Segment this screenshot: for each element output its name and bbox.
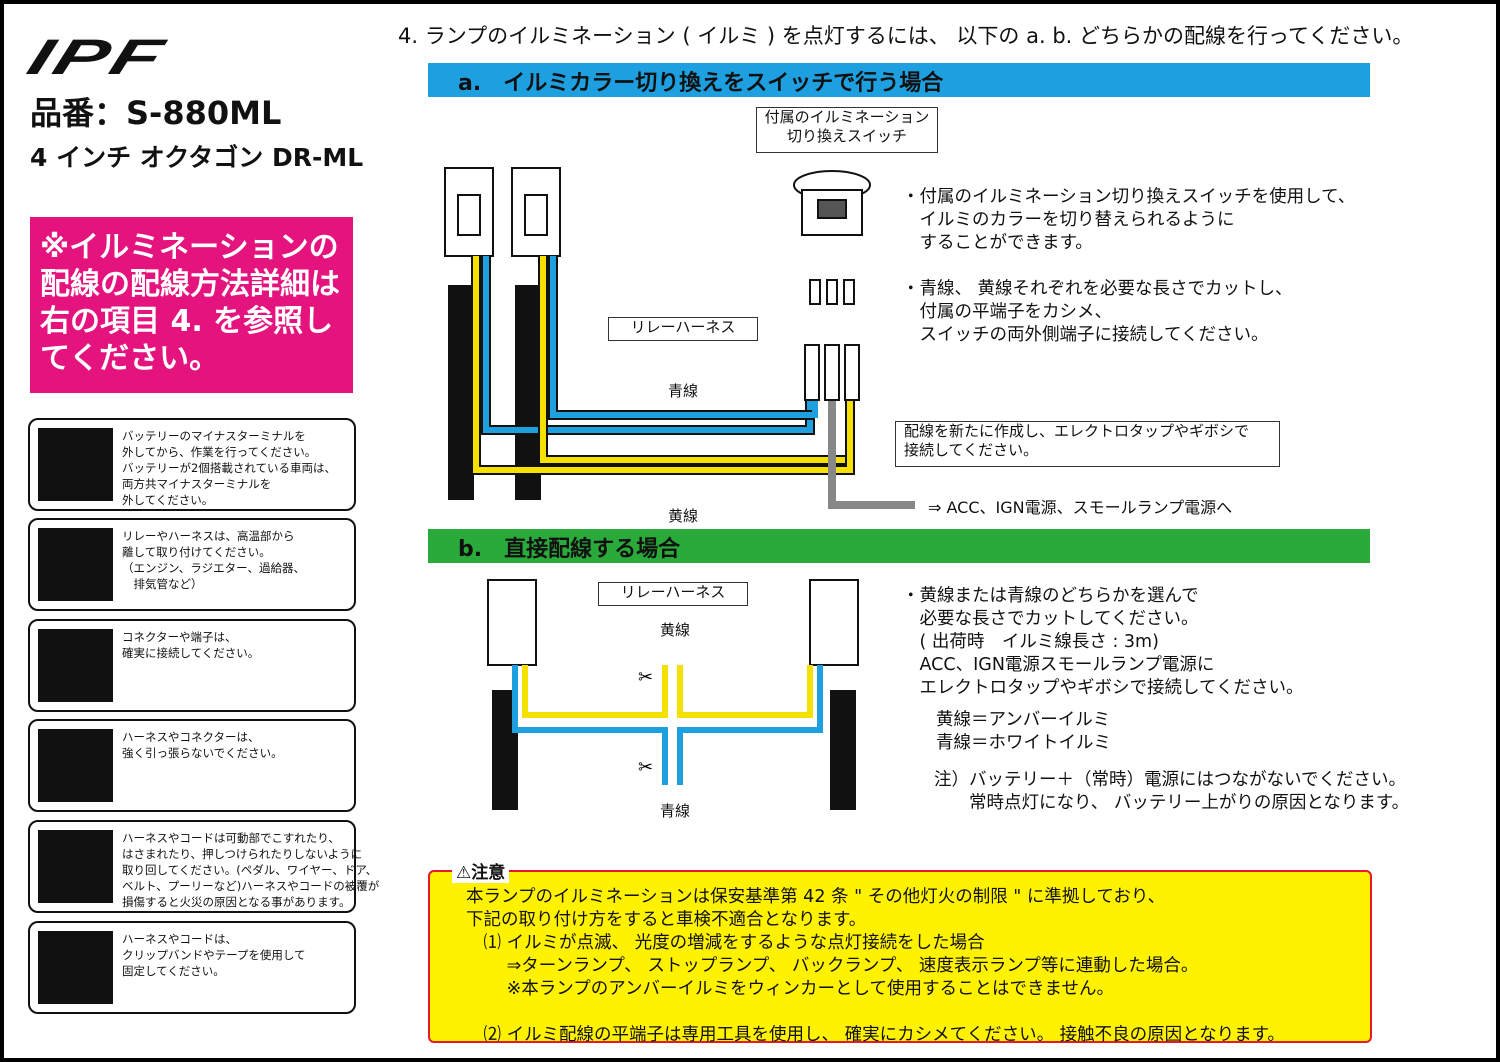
section-title: 4. ランプのイルミネーション ( イルミ ) を点灯するには、 以下の a. … <box>398 24 1414 48</box>
note-a-1: ・付属のイルミネーション切り換えスイッチを使用して、 イルミのカラーを切り替えら… <box>902 187 1356 253</box>
scissors-icon: ✂ <box>638 667 653 688</box>
warning-text: ハーネスやコードは可動部でこすれたり、 はさまれたり、押しつけられたりしないよう… <box>122 831 380 909</box>
caution-box: 本ランプのイルミネーションは保安基準第 42 条 " その他灯火の制限 " に準… <box>428 870 1372 1045</box>
warning-text: ハーネスやコネクターは、 強く引っ張らないでください。 <box>122 730 283 760</box>
cable-right <box>515 285 541 500</box>
pink-notice: ※イルミネーションの配線の配線方法詳細は右の項目 4. を参照してください。 <box>30 217 353 393</box>
new-wire-note: 配線を新たに作成し、エレクトロタップやギボシで 接続してください。 <box>895 421 1280 467</box>
warning-text: バッテリーのマイナスターミナルを 外してから、作業を行ってください。 バッテリー… <box>122 429 336 507</box>
cable-left <box>448 285 474 500</box>
relay-harness-label-a: リレーハーネス <box>608 317 758 341</box>
section-a-title: a. イルミカラー切り換えをスイッチで行う場合 <box>428 63 1370 97</box>
model-name: 4 インチ オクタゴン DR-ML <box>30 143 364 172</box>
warning-text: リレーやハーネスは、高温部から 離して取り付けてください。 （エンジン、ラジエタ… <box>122 529 305 591</box>
cable-b-right <box>830 690 856 810</box>
note-a-2: ・青線、 黄線それぞれを必要な長さでカットし、 付属の平端子をカシメ、 スイッチ… <box>902 279 1293 345</box>
switch-label: 付属のイルミネーション 切り換えスイッチ <box>756 107 938 153</box>
blue-wire-label-a: 青線 <box>668 382 699 400</box>
ipf-logo: IPF <box>20 29 174 85</box>
clip-band-icon <box>38 931 113 1004</box>
warning-text: ハーネスやコードは、 クリップバンドやテープを使用して 固定してください。 <box>122 932 306 978</box>
blue-wire-label-b: 青線 <box>660 802 691 820</box>
switch-icon <box>793 170 871 401</box>
connector-icon <box>38 629 113 702</box>
warning-heat: リレーやハーネスは、高温部から 離して取り付けてください。 （エンジン、ラジエタ… <box>28 518 356 611</box>
yellow-wire-b <box>522 665 813 718</box>
blue-wire-2-fill <box>550 256 818 418</box>
yellow-wire-2-fill <box>540 256 845 463</box>
warning-clip: ハーネスやコードは、 クリップバンドやテープを使用して 固定してください。 <box>28 921 356 1014</box>
warning-pinch: ハーネスやコードは可動部でこすれたり、 はさまれたり、押しつけられたりしないよう… <box>28 820 379 913</box>
warning-connector: コネクターや端子は、 確実に接続してください。 <box>28 619 356 712</box>
wire-colors: 黄線＝アンバーイルミ 青線＝ホワイトイルミ <box>936 710 1111 753</box>
gray-wire <box>828 400 915 509</box>
battery-caution: 注）バッテリー＋（常時）電源にはつながないでください。 常時点灯になり、 バッテ… <box>934 770 1410 813</box>
part-number: 品番：S-880ML <box>30 94 282 132</box>
warning-battery: バッテリーのマイナスターミナルを 外してから、作業を行ってください。 バッテリー… <box>28 418 356 511</box>
note-b: ・黄線または青線のどちらかを選んで 必要な長さでカットしてください。 ( 出荷時… <box>902 586 1304 698</box>
engine-icon <box>38 528 113 601</box>
yellow-wire-1-fill <box>473 256 853 473</box>
connectors-b <box>487 579 859 666</box>
diagram-a <box>444 167 915 509</box>
blue-wire-b <box>512 665 823 785</box>
relay-harness-label-b: リレーハーネス <box>598 582 748 606</box>
warning-pull: ハーネスやコネクターは、 強く引っ張らないでください。 <box>28 719 356 812</box>
scissors-icon: ✂ <box>638 757 653 778</box>
yellow-wire-label-b: 黄線 <box>660 621 691 639</box>
pinch-icon <box>38 830 113 903</box>
no-pull-icon <box>38 729 113 802</box>
warning-text: コネクターや端子は、 確実に接続してください。 <box>122 630 260 660</box>
section-b-title: b. 直接配線する場合 <box>428 529 1370 563</box>
yellow-wire-label-a: 黄線 <box>668 507 699 525</box>
acc-label: ⇒ ACC、IGN電源、スモールランプ電源へ <box>928 498 1233 517</box>
caution-title: ⚠注意 <box>452 858 510 883</box>
diagram-b: ✂ ✂ <box>487 579 859 810</box>
connector-left <box>444 167 561 257</box>
battery-icon <box>38 428 113 501</box>
